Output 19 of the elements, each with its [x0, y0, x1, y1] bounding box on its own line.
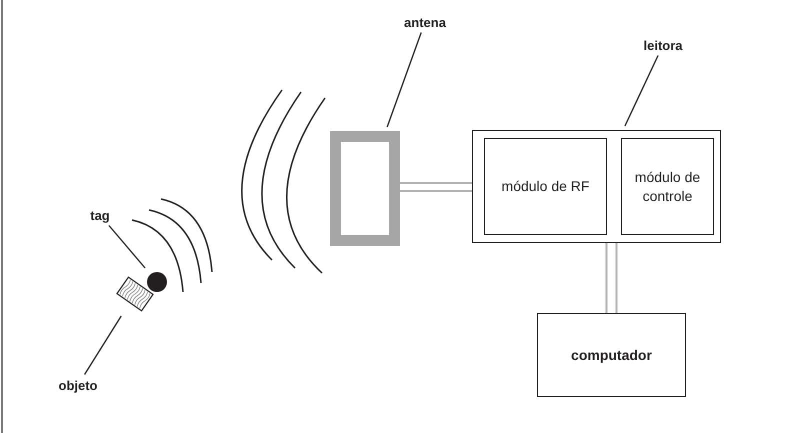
cable — [399, 182, 473, 192]
callout-label: leitora — [643, 38, 682, 52]
box-label: módulo de RF — [502, 177, 590, 196]
tag-chip — [147, 272, 167, 292]
box-label: módulo de controle — [634, 168, 702, 205]
reader-box — [472, 130, 721, 243]
leader-line — [624, 55, 659, 126]
leader-line — [386, 32, 422, 128]
module-box — [621, 138, 714, 235]
computer-box — [537, 313, 686, 397]
module-box — [484, 138, 607, 235]
leader-line — [84, 316, 122, 375]
callout-label: objeto — [58, 378, 98, 392]
box-label: computador — [571, 346, 652, 364]
antenna-frame — [330, 131, 400, 246]
callout-label: antena — [404, 14, 446, 30]
leader-line — [108, 225, 146, 268]
callout-label: tag — [90, 208, 110, 222]
cable — [606, 242, 618, 314]
